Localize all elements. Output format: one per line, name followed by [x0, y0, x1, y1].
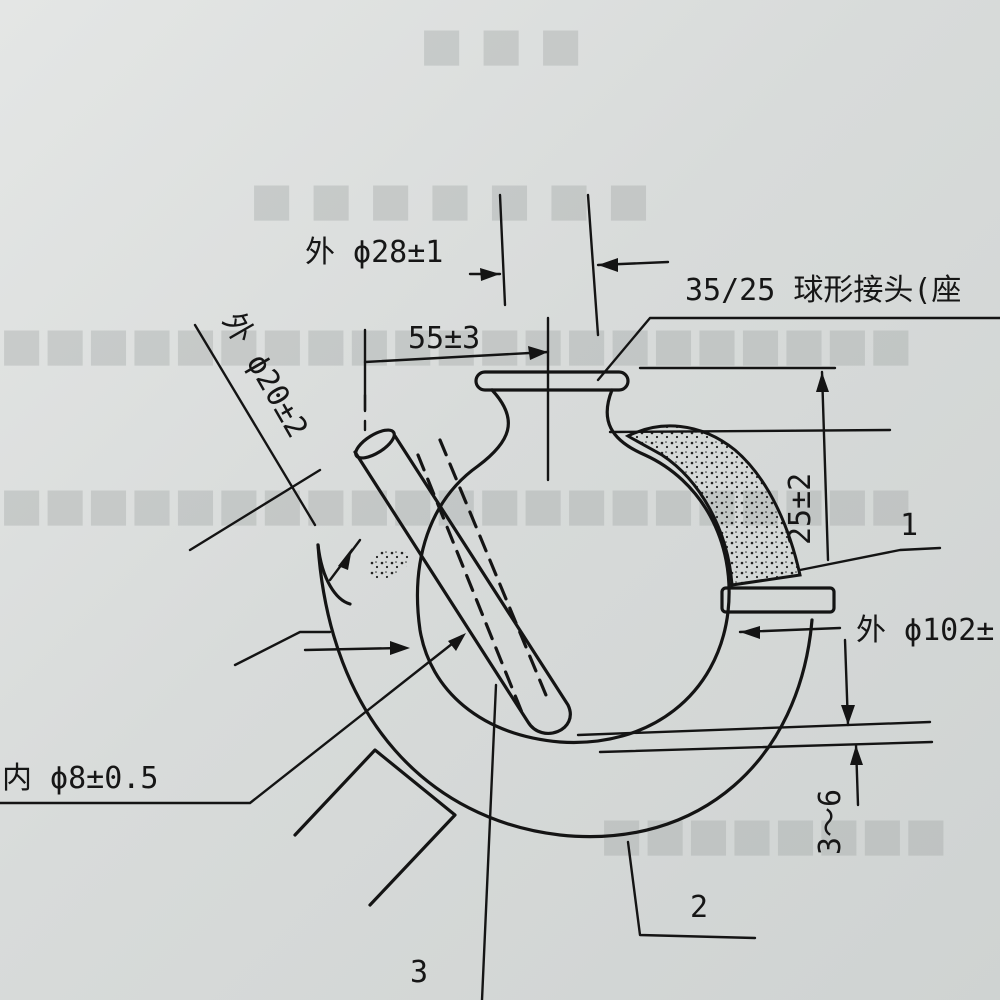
dim-line [576, 720, 932, 737]
label-neck-width: 55±3 [408, 321, 480, 356]
label-gap-3-6: 3～6 [813, 789, 848, 855]
mantle-rim [316, 543, 352, 606]
dim-line [363, 350, 550, 364]
leader-line [626, 840, 757, 940]
mantle-base-block [293, 748, 457, 907]
dim-line [608, 428, 892, 434]
dim-line [586, 193, 600, 337]
heating-mantle [316, 543, 814, 839]
arrow-head [338, 548, 352, 570]
dim-line [598, 740, 934, 754]
insulation-pad [624, 424, 802, 587]
arrow-head [850, 745, 863, 765]
leader-line [233, 630, 332, 667]
leader-line [798, 546, 942, 572]
dim-line [188, 468, 322, 552]
label-part-1: 1 [900, 508, 918, 543]
arrow-head [480, 268, 500, 281]
flask-lip [474, 370, 630, 392]
label-height-25: 25±2 [783, 473, 818, 545]
label-part-3: 3 [410, 955, 428, 990]
arrow-head [390, 641, 410, 655]
bleed-text: ■■■■■■■■■■■■■■■■■■■■■ [0, 317, 913, 371]
label-ball-joint: 35/25 球形接头(座 [685, 273, 961, 308]
label-inner-d8: 内 ϕ8±0.5 [2, 761, 158, 796]
arrow-head [598, 258, 618, 272]
dim-line [498, 193, 507, 307]
bleed-text: ■ ■ ■ [420, 17, 582, 71]
side-tube [353, 434, 572, 735]
leader-line [303, 646, 402, 652]
bleed-text: ■ ■ ■ ■ ■ ■ ■ [250, 172, 650, 226]
side-tube-mouth [354, 428, 396, 460]
leader-line [0, 634, 464, 805]
bleed-through-text: ■ ■ ■ ■ ■ ■ ■ ■ ■ ■ ■■■■■■■■■■■■■■■■■■■■… [0, 17, 948, 861]
arrow-head [841, 705, 855, 725]
arrow-head [816, 372, 829, 392]
bleed-text: ■■■■■■■■ [600, 807, 948, 861]
arrow-head [528, 346, 548, 360]
label-outer-d102: 外 ϕ102± [856, 613, 994, 648]
mantle-flange [720, 586, 836, 614]
arrow-head [448, 633, 466, 651]
inner-capillary [416, 438, 550, 722]
label-outer-d28: 外 ϕ28±1 [305, 235, 443, 270]
flask-body [415, 388, 731, 745]
leader-line [596, 316, 1000, 382]
leader-line [480, 683, 498, 1000]
dim-line [193, 323, 317, 527]
dim-line [820, 370, 830, 562]
insulation-pad-small [370, 548, 412, 580]
label-part-2: 2 [690, 890, 708, 925]
arrow-head [740, 626, 760, 639]
